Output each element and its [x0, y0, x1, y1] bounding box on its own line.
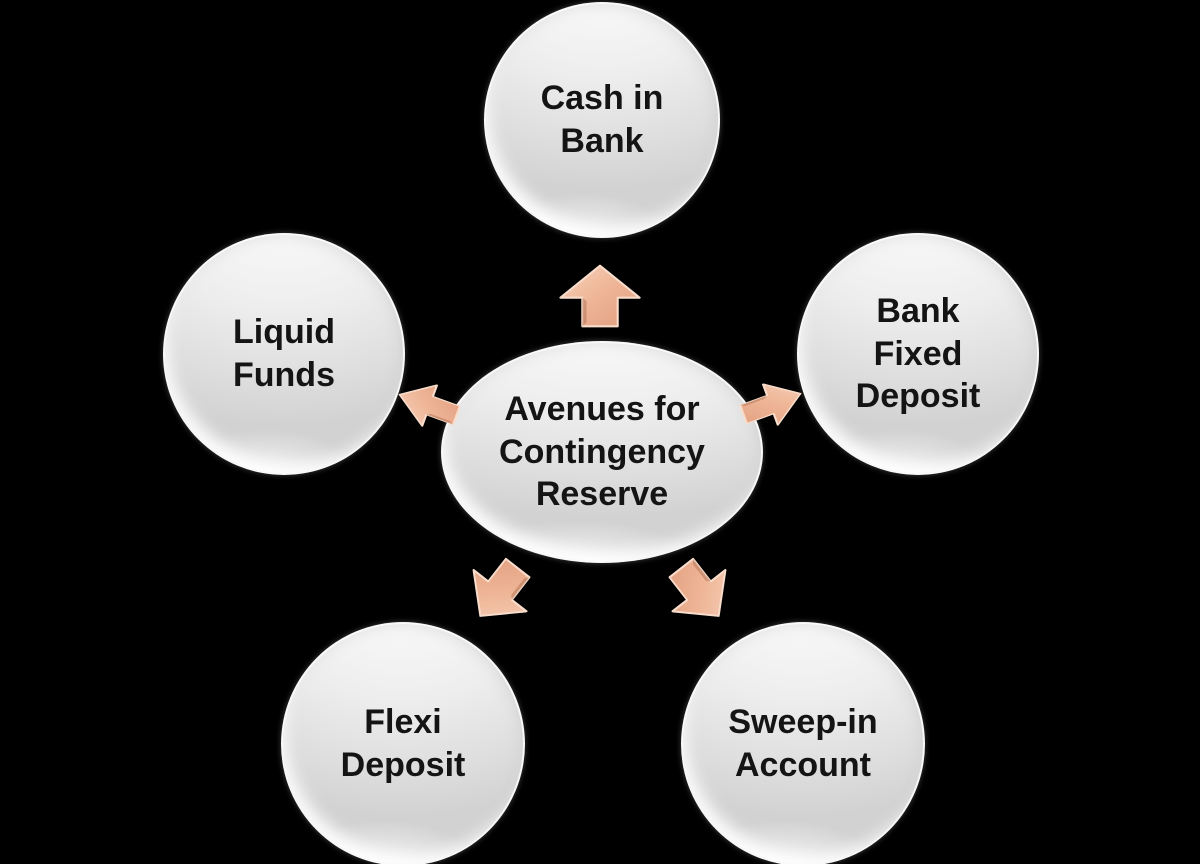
- arrow-up-left-icon: [398, 384, 461, 427]
- node-liquid-funds: Liquid Funds: [163, 233, 405, 475]
- node-center-label: Avenues for Contingency Reserve: [499, 389, 705, 514]
- node-bank-fixed-deposit: Bank Fixed Deposit: [797, 233, 1039, 475]
- arrow-up-right-icon: [739, 383, 802, 426]
- node-liquid-funds-label: Liquid Funds: [233, 313, 335, 394]
- node-cash-in-bank-label: Cash in Bank: [540, 79, 664, 160]
- node-sweep-in-account-label: Sweep-in Account: [728, 703, 878, 784]
- arrow-down-left-icon: [472, 557, 531, 617]
- node-bank-fixed-deposit-label: Bank Fixed Deposit: [855, 291, 981, 416]
- node-center-avenues: Avenues for Contingency Reserve: [441, 341, 763, 563]
- node-sweep-in-account: Sweep-in Account: [681, 622, 925, 864]
- node-cash-in-bank: Cash in Bank: [484, 2, 720, 238]
- arrow-down-right-icon: [668, 557, 727, 617]
- node-flexi-deposit-label: Flexi Deposit: [340, 703, 466, 784]
- node-flexi-deposit: Flexi Deposit: [281, 622, 525, 864]
- arrow-up-icon: [559, 264, 641, 328]
